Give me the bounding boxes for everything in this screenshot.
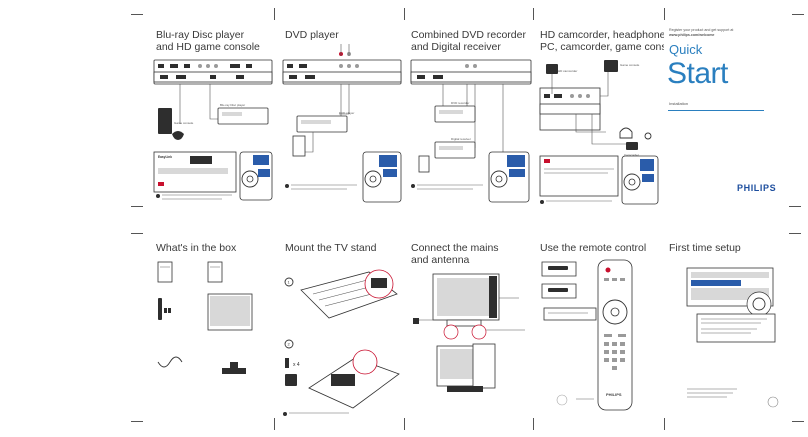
hd-diagram: HD camcorder Game console Camcorder (539, 60, 659, 205)
panel-title: Mount the TV stand (285, 242, 377, 254)
cover-installation: Installation (669, 101, 689, 106)
panel-title: Use the remote control (540, 242, 647, 254)
step-number: 1 (288, 280, 291, 285)
remote-brand: PHILIPS (606, 392, 622, 397)
digital-receiver-label: Digital receiver (451, 137, 471, 141)
crop-mark (792, 14, 804, 15)
cover-start: Start (667, 57, 728, 90)
panel-setup: First time setup (665, 238, 795, 424)
panel-title: Combined DVD recorder and Digital receiv… (411, 29, 526, 53)
cover-url: Register your product and get support at… (669, 28, 733, 37)
setup-diagram (686, 267, 779, 408)
screw-count: x 4 (293, 362, 300, 368)
panel-title: What's in the box (156, 242, 237, 254)
crop-mark (131, 421, 143, 422)
panel-dvd: DVD player DVD player (279, 24, 405, 210)
crop-mark (404, 8, 405, 20)
panel-bluray: Blu-ray Disc player and HD game console … (150, 24, 276, 210)
dvd-player-label: DVD player (339, 111, 354, 115)
crop-mark (789, 233, 801, 234)
dvd-recorder-label: DVD recorder (451, 101, 469, 105)
dvd-diagram: DVD player (282, 44, 402, 203)
combined-diagram: DVD recorder Digital receiver (410, 59, 532, 203)
crop-mark (789, 206, 801, 207)
panel-title: HD camcorder, headphones, PC, camcorder,… (540, 29, 664, 53)
crop-mark (131, 206, 143, 207)
panel-mains: Connect the mains and antenna (407, 238, 535, 424)
bluray-diagram: Game console Blu-ray Disc player EasyLin… (153, 59, 273, 201)
game-console-label: Game console (620, 63, 640, 67)
crop-mark (533, 418, 534, 430)
cover-quick: Quick (669, 42, 703, 57)
crop-mark (131, 233, 143, 234)
stand-diagram: 1 2 x 4 (283, 269, 400, 416)
camcorder-label: Camcorder (624, 153, 639, 157)
panel-title: Blu-ray Disc player and HD game console (156, 29, 260, 53)
crop-mark (274, 8, 275, 20)
crop-mark (274, 418, 275, 430)
panel-stand: Mount the TV stand 1 2 x 4 (279, 238, 405, 424)
box-contents-diagram (157, 261, 253, 374)
bluray-player-label: Blu-ray Disc player (220, 103, 245, 107)
game-console-label: Game console (174, 121, 194, 125)
easylink-title: EasyLink (158, 155, 172, 159)
panel-remote: Use the remote control PHILIPS (536, 238, 664, 424)
crop-mark (404, 418, 405, 430)
cover-url-line: www.philips.com/welcome (669, 32, 715, 37)
step-number: 2 (288, 342, 291, 347)
panel-title: DVD player (285, 29, 339, 41)
philips-logo: PHILIPS (737, 183, 777, 193)
panel-hd: HD camcorder, headphones, PC, camcorder,… (536, 24, 664, 210)
cover-url-line: Register your product and get support at (669, 28, 734, 32)
crop-mark (131, 14, 143, 15)
panel-title: First time setup (669, 242, 741, 254)
panel-title: Connect the mains and antenna (411, 242, 499, 266)
panel-box: What's in the box (150, 238, 276, 424)
mains-diagram (413, 273, 525, 392)
crop-mark (664, 418, 665, 430)
crop-mark (792, 421, 804, 422)
cover-divider (668, 110, 764, 111)
crop-mark (664, 8, 665, 20)
hd-camcorder-label: HD camcorder (558, 69, 577, 73)
remote-diagram: PHILIPS (541, 259, 633, 411)
panel-combined: Combined DVD recorder and Digital receiv… (407, 24, 535, 210)
crop-mark (533, 8, 534, 20)
